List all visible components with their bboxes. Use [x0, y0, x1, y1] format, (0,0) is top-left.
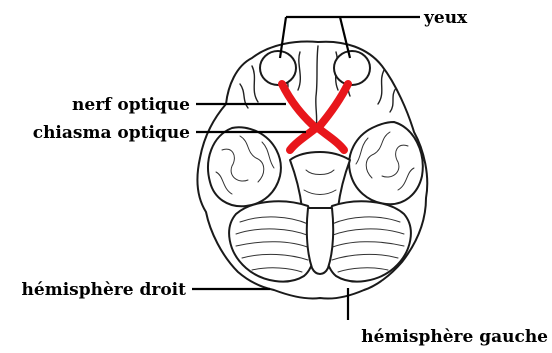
optic-nerve-label: nerf optique [72, 95, 190, 115]
right-eye [334, 51, 370, 85]
right-hemisphere-label: hémisphère droit [22, 280, 187, 300]
medulla [307, 208, 333, 274]
brain [198, 42, 428, 299]
eyes-label: yeux [423, 8, 468, 28]
left-hemisphere-label: hémisphère gauche [361, 327, 548, 347]
optic-chiasm-label: chiasma optique [33, 123, 190, 143]
left-eye [260, 51, 296, 85]
